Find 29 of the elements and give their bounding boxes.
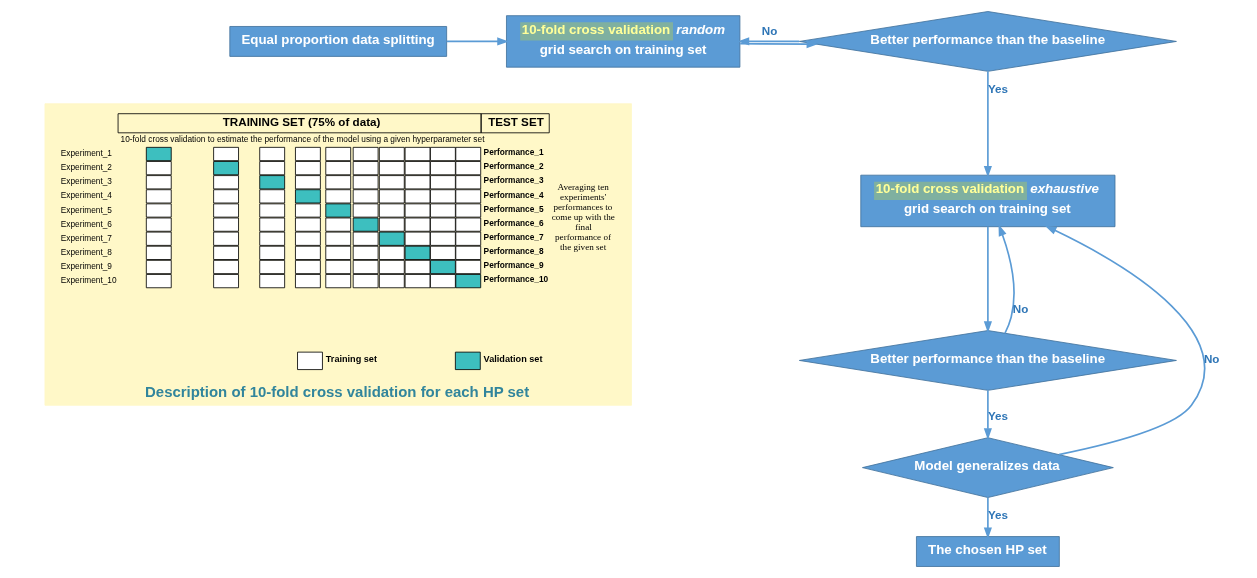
label: Experiment_1 bbox=[60, 148, 112, 159]
label: Experiment_8 bbox=[60, 246, 112, 257]
label: Experiment_6 bbox=[60, 218, 112, 229]
label: TRAINING SET (75% of data) bbox=[222, 114, 380, 128]
label: Experiment_9 bbox=[60, 261, 112, 272]
label: TEST SET bbox=[487, 114, 544, 128]
label: Experiment_5 bbox=[60, 204, 112, 215]
label: Performance_9 bbox=[483, 260, 544, 271]
label: Experiment_4 bbox=[60, 190, 112, 201]
label: Experiment_7 bbox=[60, 232, 112, 243]
edge-label: No bbox=[1012, 302, 1028, 316]
label: Performance_10 bbox=[483, 274, 548, 285]
legend-label: Training set bbox=[325, 354, 377, 365]
legend-label: Validation set bbox=[483, 354, 542, 365]
label: Performance_7 bbox=[483, 231, 544, 242]
label: Experiment_3 bbox=[60, 176, 112, 187]
label: Performance_3 bbox=[483, 175, 544, 186]
label: Experiment_2 bbox=[60, 162, 112, 173]
label: Averaging ten experiments' performances to come up with the final performance of the given set bbox=[551, 181, 615, 252]
label: Experiment_10 bbox=[60, 275, 117, 286]
label: Performance_4 bbox=[483, 189, 544, 200]
label: Performance_6 bbox=[483, 217, 544, 228]
label: Performance_1 bbox=[483, 147, 544, 158]
label: 10-fold cross validation to estimate the performance of the model using a given hyperparameter set bbox=[120, 133, 484, 144]
edge-label: No bbox=[761, 23, 777, 37]
label: Performance_8 bbox=[483, 246, 544, 257]
label: Performance_2 bbox=[483, 161, 544, 172]
label: Performance_5 bbox=[483, 203, 544, 214]
edge-label: No bbox=[1203, 351, 1219, 365]
